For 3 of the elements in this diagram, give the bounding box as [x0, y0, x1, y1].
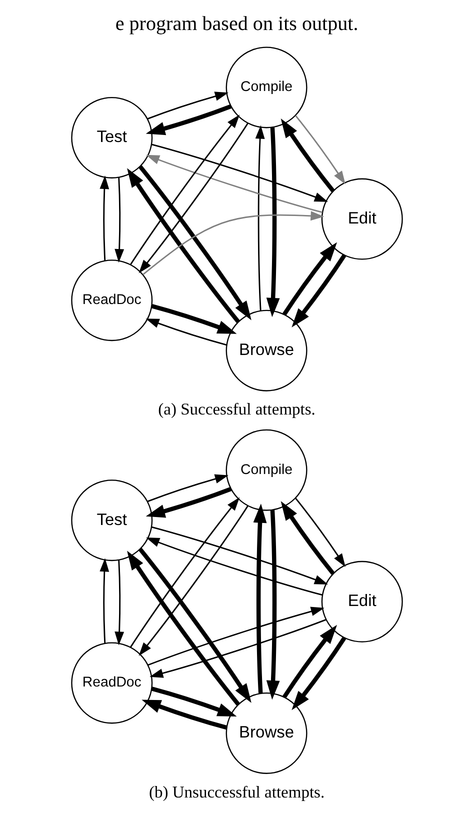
label: e program based on its output. — [115, 13, 358, 36]
label: (a) Successful attempts. — [158, 400, 316, 419]
label: (b) Unsuccessful attempts. — [148, 782, 325, 802]
